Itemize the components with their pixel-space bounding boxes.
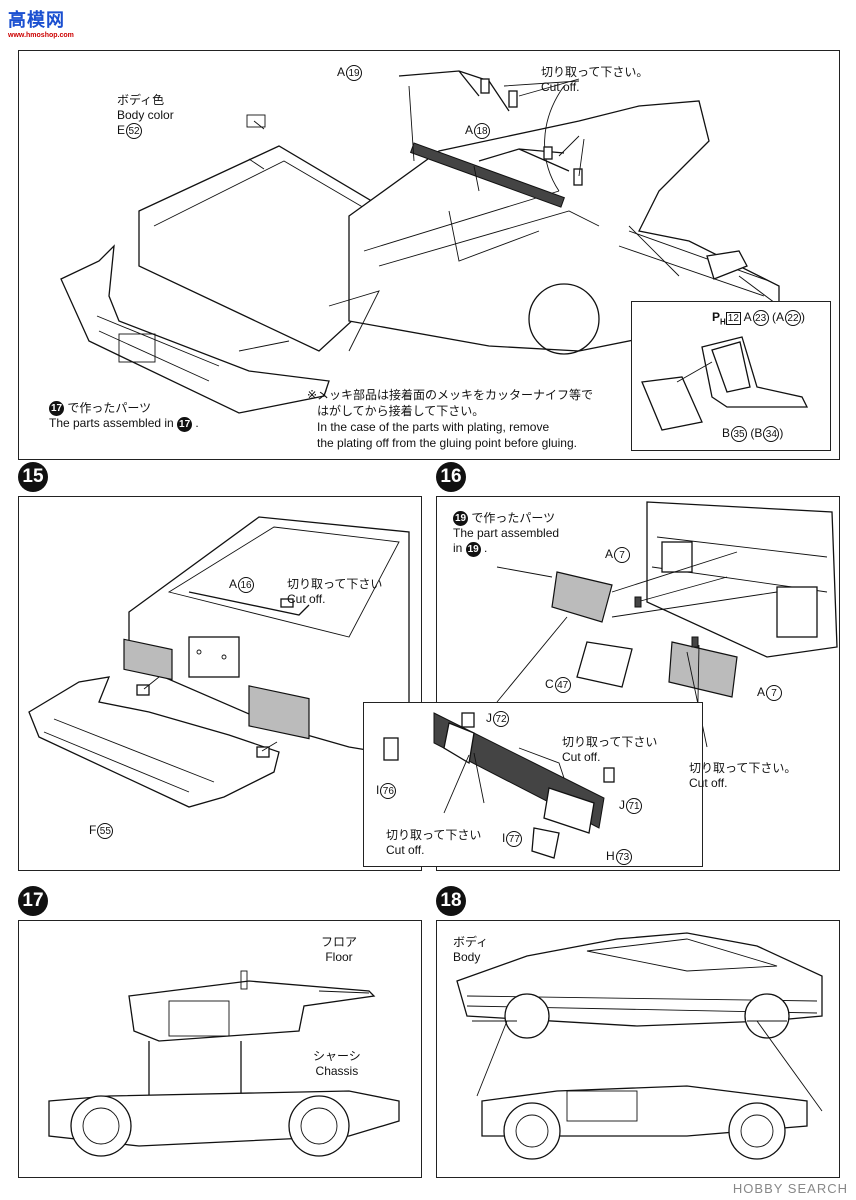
floor-chassis-illustration <box>48 970 400 1157</box>
step-17-number: 17 <box>18 886 48 916</box>
step-18-panel: ボディ Body <box>436 920 840 1178</box>
step-18-number: 18 <box>436 886 466 916</box>
parts19-label: 19 で作ったパーツ The part assembled in 19 . <box>453 511 560 557</box>
step16-cut-off-label: 切り取って下さい。 Cut off. <box>689 761 797 790</box>
site-logo: 高模网 www.hmoshop.com <box>8 10 74 39</box>
cut-off-label: 切り取って下さい。 Cut off. <box>541 65 649 94</box>
rear-lights-illustration <box>496 501 838 753</box>
parts17-label: 17 で作ったパーツ The parts assembled in 17 . <box>49 401 199 432</box>
body-label: ボディ Body <box>453 935 489 964</box>
plating-note: ※メッキ部品は接着面のメッキをカッターナイフ等で はがしてから接着して下さい。 … <box>307 388 594 450</box>
step-17-panel: フロア Floor シャーシ Chassis <box>18 920 422 1178</box>
step-16-number: 16 <box>436 462 466 492</box>
watermark: HOBBY SEARCH <box>732 1181 848 1196</box>
detail-cut-off-label: 切り取って下さい Cut off. <box>562 735 658 764</box>
chassis-label: シャーシ Chassis <box>313 1049 361 1078</box>
rear-bumper-illustration <box>28 516 410 808</box>
detail-cut-off-label-2: 切り取って下さい Cut off. <box>386 828 482 857</box>
hood-assembly-illustration <box>60 70 780 414</box>
floor-label: フロア Floor <box>321 935 358 964</box>
body-chassis-illustration <box>456 932 823 1160</box>
light-bar-illustration <box>383 712 615 859</box>
step15-cut-off-label: 切り取って下さい Cut off. <box>287 577 383 606</box>
step-15-number: 15 <box>18 462 48 492</box>
mirror-illustration <box>641 336 809 431</box>
